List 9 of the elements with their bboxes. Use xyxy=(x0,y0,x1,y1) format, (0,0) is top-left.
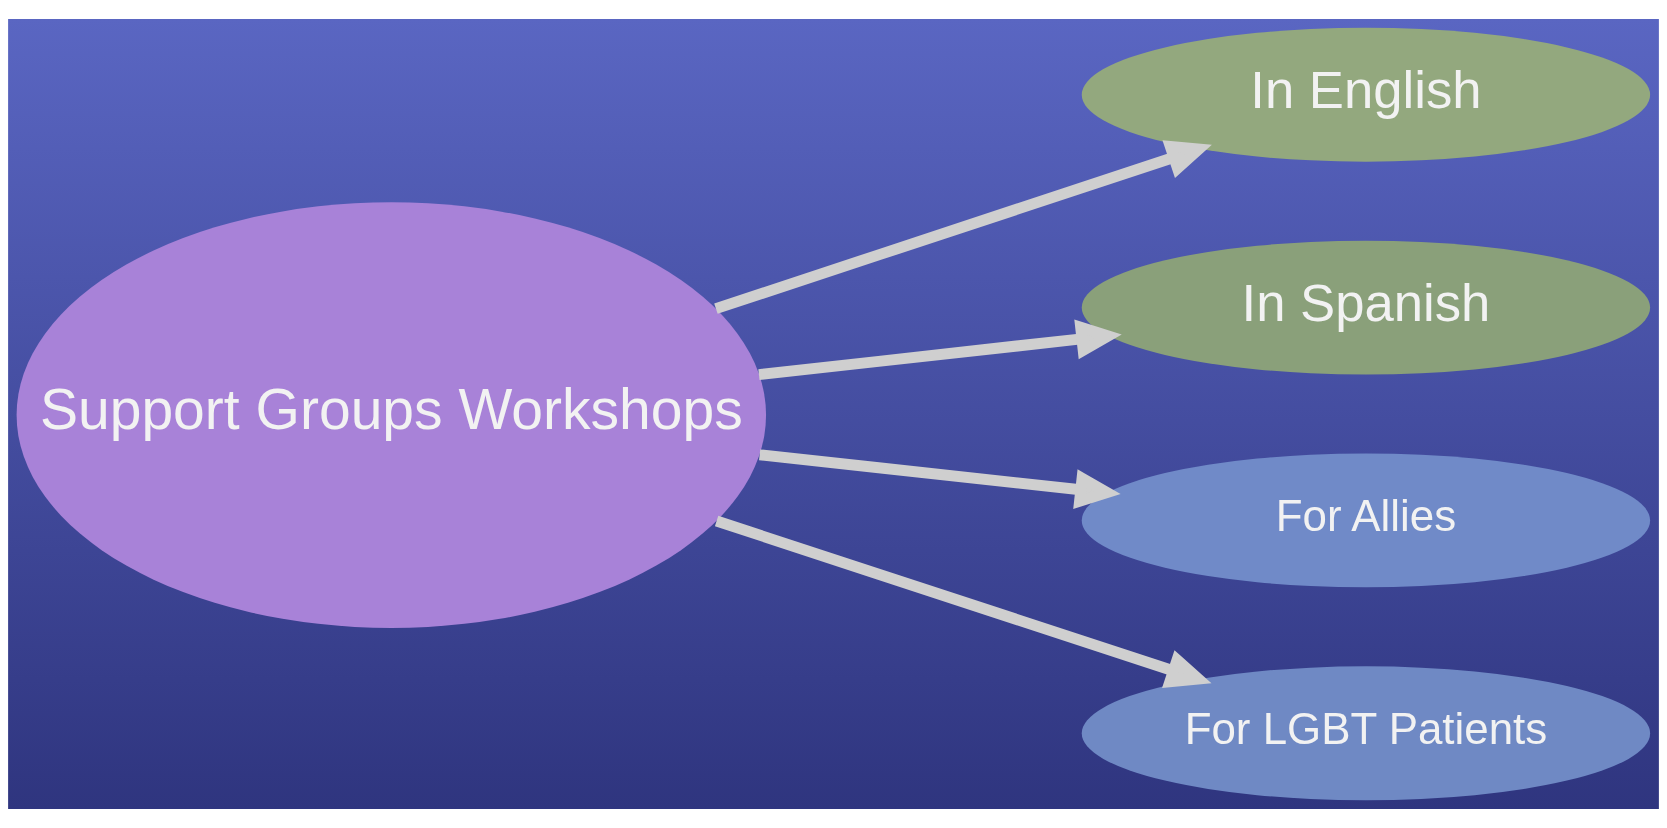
node-ellipse: Support Groups Workshops xyxy=(16,202,767,628)
arrow xyxy=(759,449,1121,509)
arrow xyxy=(714,515,1212,689)
arrow xyxy=(714,140,1212,314)
node-ellipse: In English xyxy=(1081,27,1651,162)
arrow xyxy=(758,319,1122,381)
node-ellipse: In Spanish xyxy=(1081,240,1651,375)
node-ellipse: For LGBT Patients xyxy=(1081,666,1651,801)
node-ellipse: For Allies xyxy=(1081,453,1651,588)
